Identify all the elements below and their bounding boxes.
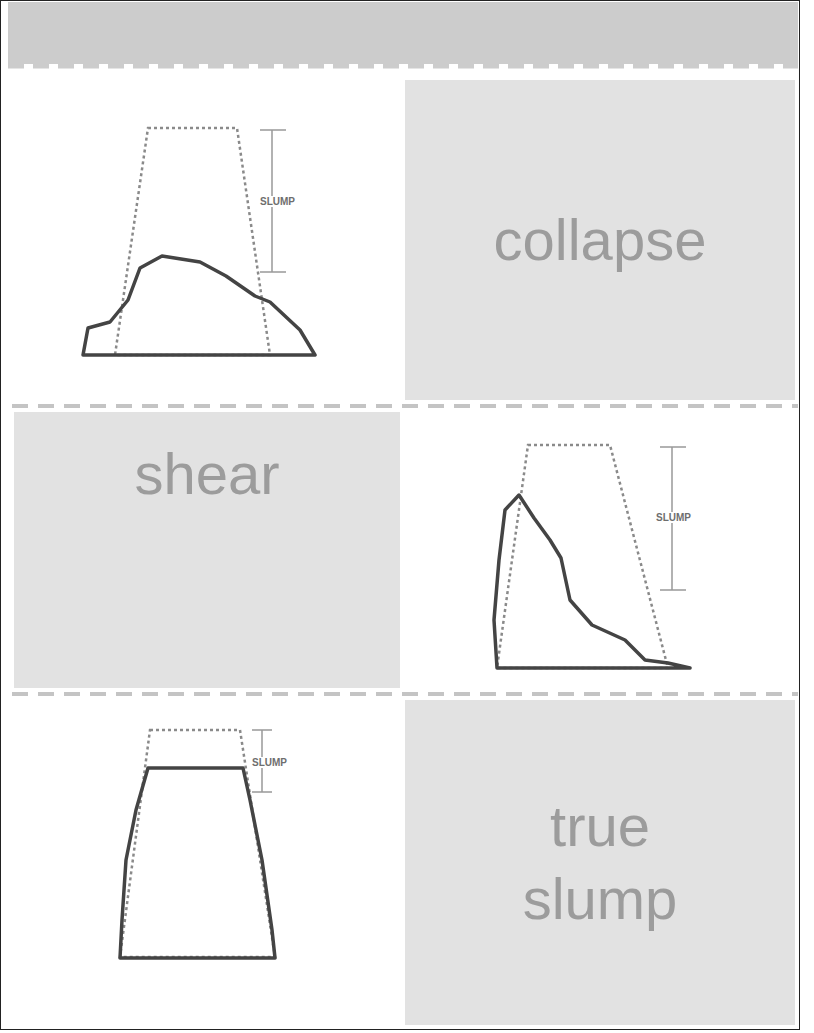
label-box: shear	[14, 412, 400, 688]
box-label: collapse	[494, 204, 707, 277]
slump-label: SLUMP	[250, 757, 289, 768]
label-box: collapse	[405, 80, 795, 400]
collapse-figure	[83, 128, 315, 355]
box-label: true slump	[485, 790, 715, 935]
label-box: true slump	[405, 700, 795, 1025]
band-edge	[8, 64, 798, 69]
row-divider	[12, 404, 798, 408]
shear-figure	[494, 445, 690, 668]
slump-label: SLUMP	[654, 512, 693, 523]
box-label: shear	[134, 438, 279, 511]
slump-label: SLUMP	[258, 196, 297, 207]
row-divider	[12, 692, 798, 696]
top-band	[8, 2, 798, 64]
page-frame	[1, 1, 800, 1030]
